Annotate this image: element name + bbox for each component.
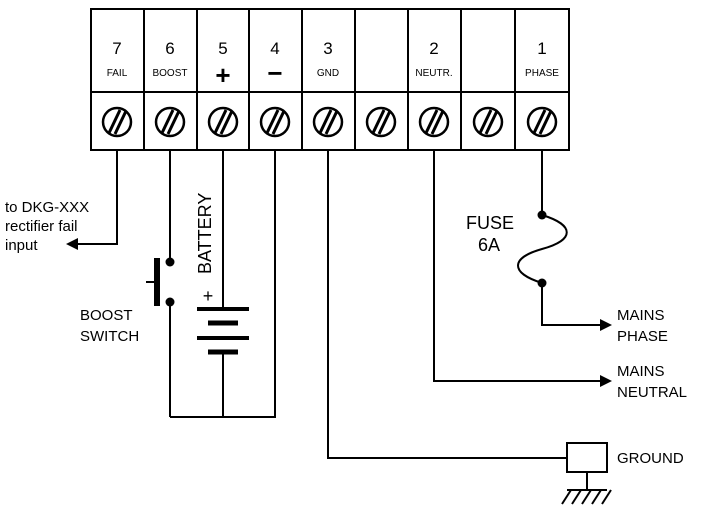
terminal-2: 2 NEUTR.: [407, 8, 462, 93]
terminal-1: 1 PHASE: [514, 8, 570, 93]
mains-neutral-label-line2: NEUTRAL: [617, 384, 687, 401]
mains-phase-label-line1: MAINS: [617, 307, 665, 324]
terminal-2-number: 2: [429, 39, 438, 58]
battery: [197, 150, 249, 417]
terminal-7-label: FAIL: [107, 68, 128, 79]
terminal-1-number: 1: [537, 39, 546, 58]
terminal-1-label: PHASE: [525, 68, 559, 79]
terminal-6-label: BOOST: [152, 68, 187, 79]
terminal-7: 7 FAIL: [90, 8, 145, 93]
terminal-4: 4 −: [248, 8, 303, 93]
terminal-4-minus-sign: −: [267, 58, 282, 88]
screw-empty-a: [365, 106, 397, 138]
mains-phase-label-line2: PHASE: [617, 328, 668, 345]
terminal-2-label: NEUTR.: [415, 68, 452, 79]
terminal-5-number: 5: [218, 39, 227, 58]
boost-switch: [146, 150, 175, 417]
screw-terminal-3: [312, 106, 344, 138]
fail-output-label-line2: rectifier fail: [5, 218, 78, 235]
terminal-5-plus-sign: +: [215, 60, 230, 90]
fail-output-label-line1: to DKG-XXX: [5, 199, 89, 216]
mains-neutral-wire: [433, 150, 612, 387]
boost-switch-label-line2: SWITCH: [80, 328, 139, 345]
battery-negative-wire: [170, 150, 276, 418]
screw-terminal-5: [207, 106, 239, 138]
terminal-3-number: 3: [323, 39, 332, 58]
screw-terminal-7: [101, 106, 133, 138]
terminal-4-number: 4: [270, 39, 279, 58]
screw-terminal-2: [418, 106, 450, 138]
mains-neutral-label-line1: MAINS: [617, 363, 665, 380]
terminal-6-number: 6: [165, 39, 174, 58]
boost-switch-contact-top: [165, 257, 175, 267]
fail-arrow-icon: [66, 238, 78, 250]
neutral-arrow-icon: [600, 375, 612, 387]
ground-box: [566, 442, 608, 473]
screw-terminal-1: [526, 106, 558, 138]
battery-label: BATTERY: [195, 193, 215, 274]
terminal-empty-a: [354, 8, 409, 93]
terminal-5: 5 +: [196, 8, 250, 93]
terminal-7-number: 7: [112, 39, 121, 58]
phase-arrow-icon: [600, 319, 612, 331]
screw-terminal-4: [259, 106, 291, 138]
fail-output-label-line3: input: [5, 237, 38, 254]
ground-label: GROUND: [617, 450, 684, 467]
boost-switch-label-line1: BOOST: [80, 307, 133, 324]
fuse-label-line1: FUSE: [466, 213, 514, 233]
fail-output-wire: [66, 150, 118, 250]
battery-plus-label: +: [203, 286, 214, 306]
fuse-label-line2: 6A: [478, 235, 500, 255]
ground-wire: [327, 150, 612, 505]
terminal-3: 3 GND: [301, 8, 356, 93]
mains-phase-wire: [517, 150, 612, 331]
fuse-element: [517, 214, 568, 284]
terminal-6: 6 BOOST: [143, 8, 198, 93]
screw-row-dividers: [143, 92, 516, 150]
terminal-empty-b: [460, 8, 516, 93]
terminal-3-label: GND: [317, 68, 339, 79]
screw-terminal-6: [154, 106, 186, 138]
screw-empty-b: [472, 106, 504, 138]
